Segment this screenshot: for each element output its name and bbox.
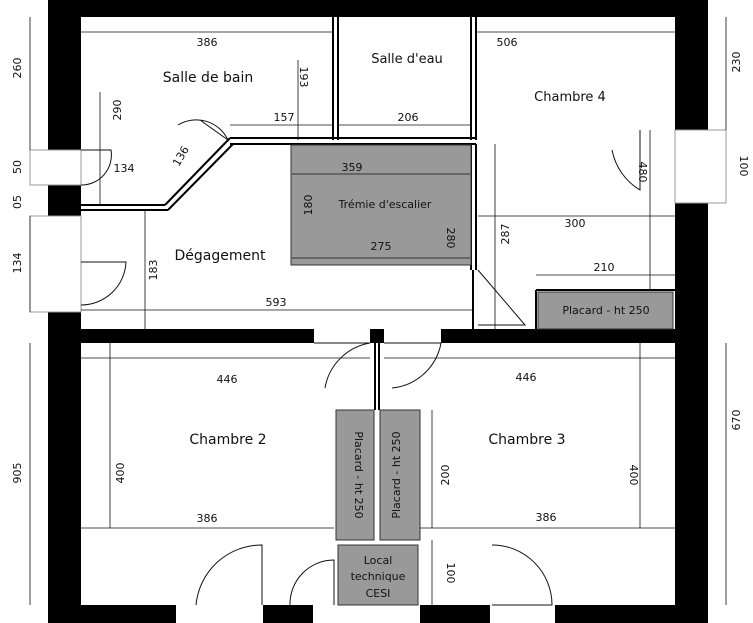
exterior-walls [48, 0, 708, 623]
label-placard-chambre-4: Placard - ht 250 [562, 304, 649, 317]
dim-left-905: 905 [11, 463, 24, 484]
dim-206: 206 [398, 111, 419, 124]
dim-290: 290 [111, 100, 124, 121]
dim-280: 280 [444, 228, 457, 249]
door-exterior-left-2 [80, 261, 127, 306]
facade-strips [29, 129, 727, 313]
dim-210: 210 [594, 261, 615, 274]
dim-134-bath: 134 [114, 162, 135, 175]
label-local-3: CESI [366, 587, 391, 600]
dimension-lines [29, 17, 727, 605]
dim-right-670: 670 [730, 410, 743, 431]
dim-200: 200 [439, 465, 452, 486]
dim-183: 183 [147, 260, 160, 281]
dim-180: 180 [302, 195, 315, 216]
dim-400-left: 400 [114, 463, 127, 484]
dim-left-05: 05 [11, 195, 24, 209]
label-degagement: Dégagement [175, 248, 266, 264]
dim-136: 136 [170, 144, 192, 169]
door-chambre-2 [314, 342, 371, 389]
door-chambre-3 [384, 342, 442, 389]
door-chambre-4-window [611, 130, 641, 191]
label-chambre-3: Chambre 3 [488, 432, 565, 448]
doors [80, 119, 641, 606]
door-chambre-4 [477, 269, 527, 326]
label-salle-de-bain: Salle de bain [163, 70, 254, 86]
door-bottom-left [195, 544, 263, 606]
dim-593: 593 [266, 296, 287, 309]
dim-left-134: 134 [11, 253, 24, 274]
dim-275: 275 [371, 240, 392, 253]
dim-left-260: 260 [11, 58, 24, 79]
door-exterior-left [80, 149, 112, 186]
closet-left [335, 409, 375, 541]
dim-386-bottom-right: 386 [536, 511, 557, 524]
dim-300: 300 [565, 217, 586, 230]
dim-386-bottom-left: 386 [197, 512, 218, 525]
label-tremie: Trémie d'escalier [338, 198, 432, 211]
label-salle-eau: Salle d'eau [371, 52, 443, 67]
dim-287: 287 [499, 224, 512, 245]
stair-opening [290, 144, 472, 266]
door-local-technique [289, 559, 335, 606]
label-local-2: technique [351, 570, 406, 583]
dim-right-100: 100 [737, 156, 750, 177]
door-bottom-right [491, 544, 553, 606]
dim-480: 480 [636, 162, 649, 183]
label-chambre-2: Chambre 2 [189, 432, 266, 448]
closet-right [379, 409, 421, 541]
dim-100-local: 100 [444, 563, 457, 584]
dim-193: 193 [297, 67, 310, 88]
dim-446-right: 446 [516, 371, 537, 384]
dim-359: 359 [342, 161, 363, 174]
label-chambre-4: Chambre 4 [534, 90, 606, 105]
dim-386-top: 386 [197, 36, 218, 49]
interior-partitions [81, 17, 675, 410]
label-local-1: Local [364, 554, 393, 567]
door-salle-de-bain [177, 119, 230, 142]
label-placard-left: Placard - ht 250 [352, 431, 365, 518]
dim-157: 157 [274, 111, 295, 124]
dim-left-50: 50 [11, 160, 24, 174]
dim-506: 506 [497, 36, 518, 49]
dim-446-left: 446 [217, 373, 238, 386]
closet-chambre-4 [537, 291, 674, 330]
dim-right-230: 230 [730, 52, 743, 73]
dim-400-right: 400 [627, 465, 640, 486]
label-placard-right: Placard - ht 250 [390, 431, 403, 518]
technical-room [337, 544, 419, 606]
